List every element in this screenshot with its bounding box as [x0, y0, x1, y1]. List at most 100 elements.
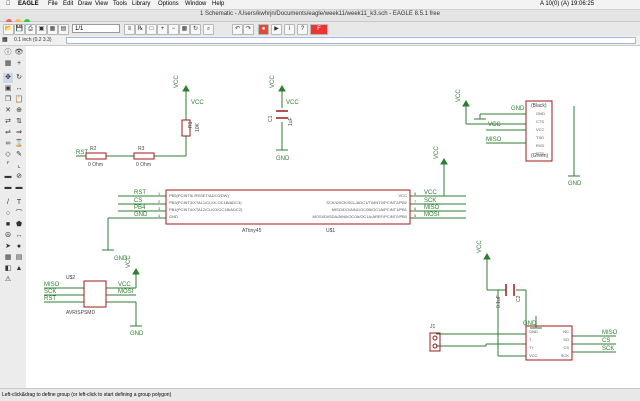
fusion-icon[interactable]: F: [310, 24, 328, 35]
bus-tool-icon[interactable]: ▬: [15, 184, 23, 191]
redraw-icon[interactable]: ↻: [190, 24, 201, 35]
command-input[interactable]: [66, 37, 636, 44]
r1-body[interactable]: [181, 119, 191, 137]
modules-tool-icon[interactable]: ▤: [15, 254, 23, 261]
cam-icon[interactable]: ▣: [36, 24, 47, 35]
text-tool-icon[interactable]: T: [16, 199, 22, 206]
frame-tool-icon[interactable]: ▦: [4, 254, 12, 261]
stop-icon[interactable]: ●: [258, 24, 269, 35]
miter-tool-icon[interactable]: ⌞: [17, 162, 21, 169]
info-tool-icon[interactable]: ⓘ: [4, 49, 12, 56]
rect-tool-icon[interactable]: ■: [5, 221, 11, 228]
value-tool-icon[interactable]: ⌛: [14, 140, 24, 147]
net-tool-icon[interactable]: ▬: [4, 184, 12, 191]
u1-pin-label: VCC: [399, 193, 408, 198]
vcc-symbol: [462, 100, 470, 107]
ulp-icon[interactable]: ℞: [135, 24, 146, 35]
move-tool-icon[interactable]: ✥: [3, 73, 13, 83]
tc-chip-body[interactable]: [525, 325, 573, 361]
optimize-tool-icon[interactable]: ▬: [4, 173, 12, 180]
menu-window[interactable]: Window: [185, 1, 207, 7]
tc-pin: SO: [563, 337, 569, 342]
arc-tool-icon[interactable]: ⌒: [15, 210, 23, 217]
paste-tool-icon[interactable]: 📋: [14, 96, 24, 103]
vcc-label: VCC: [126, 255, 132, 268]
change-tool-icon[interactable]: ✎: [16, 151, 22, 158]
u1-net-vcc: VCC: [424, 190, 437, 196]
info-icon[interactable]: i: [284, 24, 295, 35]
label-tool-icon[interactable]: ➤: [5, 243, 11, 250]
redo-icon[interactable]: ↷: [243, 24, 254, 35]
j1-body[interactable]: [429, 332, 441, 352]
dimension-tool-icon[interactable]: ↔: [15, 232, 23, 239]
board-icon[interactable]: ▦: [47, 24, 58, 35]
zoom-fit-icon[interactable]: □: [146, 24, 157, 35]
go-icon[interactable]: ▶: [271, 24, 282, 35]
sheet-icon[interactable]: ▤: [58, 24, 69, 35]
invoke-tool-icon[interactable]: ⇒: [16, 129, 22, 136]
ftdi-pin: CTS: [536, 119, 544, 124]
apple-icon[interactable]: : [6, 0, 11, 9]
show-tool-icon[interactable]: 👁: [14, 49, 24, 56]
smash-tool-icon[interactable]: ◇: [5, 151, 11, 158]
split-tool-icon[interactable]: ⌜: [6, 162, 10, 169]
zoom-out-icon[interactable]: −: [168, 24, 179, 35]
port-tool-icon[interactable]: ◧: [4, 265, 12, 272]
junction-tool-icon[interactable]: ●: [16, 243, 22, 250]
ftdi-pin: VCC: [536, 127, 545, 132]
zoom-select-icon[interactable]: ⌕: [203, 24, 214, 35]
u1-net-gnd: GND: [134, 212, 148, 218]
app-menu[interactable]: EAGLE: [18, 1, 39, 7]
sheet-select[interactable]: 1/1: [72, 24, 120, 33]
u1-body[interactable]: [165, 189, 411, 225]
undo-icon[interactable]: ↶: [232, 24, 243, 35]
menu-edit[interactable]: Edit: [63, 1, 74, 7]
save-icon[interactable]: 💾: [14, 24, 25, 35]
name-tool-icon[interactable]: ∞: [5, 140, 11, 147]
menu-draw[interactable]: Draw: [78, 1, 93, 7]
gateswap-tool-icon[interactable]: ⇅: [16, 118, 22, 125]
erc-tool-icon[interactable]: ▲: [15, 265, 23, 272]
menu-options[interactable]: Options: [158, 1, 179, 7]
menu-file[interactable]: File: [48, 1, 58, 7]
u2-body[interactable]: [83, 280, 107, 308]
replace-tool-icon[interactable]: ⇌: [5, 129, 11, 136]
delete-tool-icon[interactable]: ✕: [5, 107, 11, 114]
u1-pin-label: MOSI/DI/SDA/AIN0/OC0A/OC1A/AREF/PCINT0/P…: [313, 214, 408, 219]
errors-tool-icon[interactable]: ⚠: [4, 276, 12, 283]
script-icon[interactable]: ≡: [124, 24, 135, 35]
grid-icon[interactable]: ▦: [2, 37, 8, 43]
schematic-canvas[interactable]: VCC VCC VCC VCC GND RST VCC GND VCC GND …: [26, 46, 640, 388]
rotate-tool-icon[interactable]: ↻: [16, 74, 22, 81]
window-title: 1 Schematic - /Users/kwhrjn/Documents/ea…: [200, 11, 440, 17]
tc-pin: NC: [563, 329, 569, 334]
help-icon[interactable]: ?: [297, 24, 308, 35]
slice-tool-icon[interactable]: ⊘: [16, 173, 22, 180]
mirror-tool-icon[interactable]: ↔: [15, 85, 23, 92]
pinswap-tool-icon[interactable]: ⇄: [5, 118, 11, 125]
attribute-tool-icon[interactable]: ☮: [4, 232, 12, 239]
u2-net-miso: MISO: [44, 282, 60, 288]
copy-tool-icon[interactable]: ❐: [4, 96, 12, 103]
menu-library[interactable]: Library: [132, 1, 151, 7]
zoom-area-icon[interactable]: ▦: [179, 24, 190, 35]
group-tool-icon[interactable]: ▣: [4, 85, 12, 92]
c1-ref: C1: [268, 115, 274, 122]
r3-body[interactable]: [133, 152, 155, 160]
mark-tool-icon[interactable]: +: [16, 60, 22, 67]
zoom-in-icon[interactable]: +: [157, 24, 168, 35]
wire-tool-icon[interactable]: /: [7, 199, 9, 206]
gnd-label: GND: [130, 331, 144, 337]
open-icon[interactable]: 📂: [3, 24, 14, 35]
add-tool-icon[interactable]: ⊕: [16, 107, 22, 114]
menu-view[interactable]: View: [95, 1, 108, 7]
tc-pin: T+: [529, 345, 534, 350]
circle-tool-icon[interactable]: ○: [5, 210, 11, 217]
menu-tools[interactable]: Tools: [113, 1, 128, 7]
display-tool-icon[interactable]: ▦: [4, 60, 12, 67]
menu-help[interactable]: Help: [212, 1, 225, 7]
print-icon[interactable]: ⎙: [25, 24, 36, 35]
ftdi-header[interactable]: [525, 100, 553, 162]
r2-body[interactable]: [85, 152, 107, 160]
polygon-tool-icon[interactable]: ⬟: [15, 221, 23, 228]
